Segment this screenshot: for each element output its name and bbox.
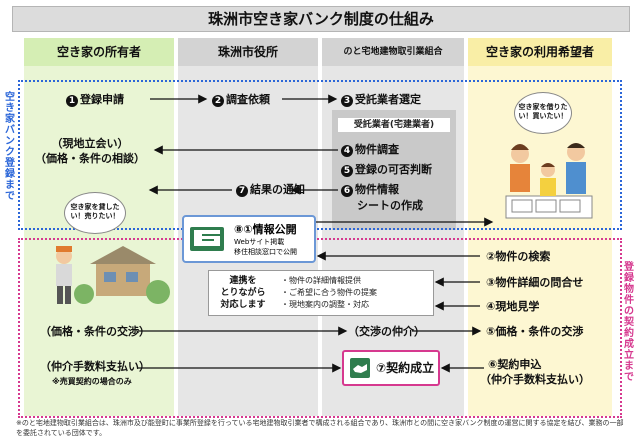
- user-step-inquiry: ③物件詳細の問合せ: [486, 276, 584, 289]
- owner-house-illustration: [56, 246, 170, 304]
- owner-fee-note: ※売買契約の場合のみ: [52, 377, 132, 386]
- user-step-negotiation: ⑤価格・条件の交渉: [486, 325, 584, 338]
- user-step-visit: ④現地見学: [486, 300, 540, 313]
- step-1-text: 登録申請: [80, 93, 124, 106]
- info-publish-web: Webサイト掲載: [234, 238, 285, 246]
- step-1-number: 1: [66, 95, 78, 107]
- family-illustration: [505, 143, 593, 219]
- user-step-search: ②物件の検索: [486, 250, 551, 263]
- coordination-items: ・物件の詳細情報提供 ・ご希望に合う物件の提案 ・現地案内の調整・対応: [281, 276, 377, 309]
- owner-price-consult: （価格・条件の相談）: [35, 152, 145, 165]
- info-publish-box: ⑧①情報公開 Webサイト掲載 移住相談窓口で公開: [182, 215, 316, 263]
- step-6-text: 物件情報: [355, 183, 399, 196]
- step-4-text: 物件調査: [355, 143, 399, 156]
- contract-box: ⑦契約成立: [342, 350, 440, 386]
- property-phase-frame: [18, 238, 622, 418]
- user-step-apply-fee: （仲介手数料支払い）: [480, 373, 590, 386]
- owner-site-visit: （現地立会い）: [51, 137, 129, 150]
- info-publish-desk: 移住相談窓口で公開: [234, 248, 297, 256]
- computer-icon: [190, 227, 224, 251]
- property-phase-label: 登録物件の契約成立まで: [624, 262, 634, 383]
- user-speech-bubble: 空き家を借りたい！買いたい！: [514, 92, 572, 134]
- step-2-number: 2: [212, 95, 224, 107]
- owner-negotiation: （価格・条件の交渉）: [40, 325, 150, 338]
- user-column-header: 空き家の利用希望者: [468, 38, 612, 66]
- step-5-number: 5: [341, 165, 353, 177]
- agent-column-header: のと宅地建物取引業組合: [322, 38, 464, 66]
- info-publish-title: ⑧①情報公開: [234, 223, 297, 236]
- step-3-text: 受託業者選定: [355, 93, 421, 106]
- step-4-number: 4: [341, 145, 353, 157]
- registration-phase-frame: [18, 80, 622, 230]
- step-2-text: 調査依頼: [226, 93, 270, 106]
- step-6-number: 6: [341, 185, 353, 197]
- handshake-icon: [350, 358, 370, 378]
- broker-mediation: （交渉の仲介）: [348, 325, 425, 338]
- coordination-lead: 連携を とりながら 対応します: [220, 276, 266, 310]
- footnote: ※のと宅地建物取引業組合は、珠洲市及び能登町に事業所登録を行っている宅地建物取引…: [16, 419, 624, 437]
- registration-phase-label: 空き家バンク登録まで: [5, 92, 15, 202]
- step-3-number: 3: [341, 95, 353, 107]
- step-6-text-line2: シートの作成: [357, 199, 423, 212]
- contract-label: ⑦契約成立: [376, 361, 435, 375]
- owner-column: 空き家の所有者: [24, 38, 174, 416]
- owner-fee-payment: （仲介手数料支払い）: [40, 360, 150, 373]
- step-7-text: 結果の通知: [250, 183, 305, 196]
- step-7-number: 7: [236, 185, 248, 197]
- agent-contractor-label: 受託業者(宅建業者): [338, 118, 450, 132]
- owner-speech-bubble: 空き家を貸したい！売りたい！: [64, 192, 126, 234]
- page-title: 珠洲市空き家バンク制度の仕組み: [12, 6, 630, 32]
- user-step-apply: ⑥契約申込: [488, 358, 542, 371]
- owner-column-header: 空き家の所有者: [24, 38, 174, 66]
- coordination-box: 連携を とりながら 対応します ・物件の詳細情報提供 ・ご希望に合う物件の提案 …: [208, 270, 434, 316]
- step-5-text: 登録の可否判断: [355, 163, 432, 176]
- city-column-header: 珠洲市役所: [178, 38, 318, 66]
